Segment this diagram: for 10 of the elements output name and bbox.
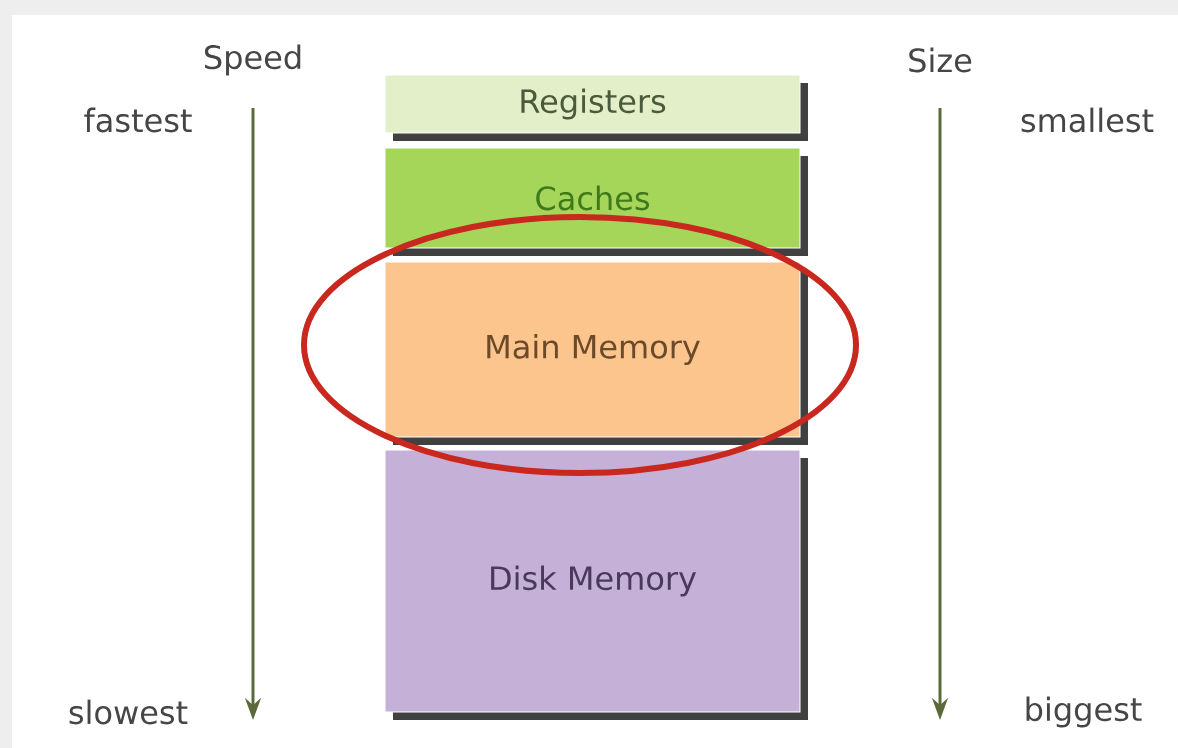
- memory-box: Main Memory: [384, 261, 808, 445]
- memory-box: Registers: [384, 74, 808, 141]
- axis-label: Speed: [204, 44, 301, 76]
- axis-label: Size: [909, 47, 972, 73]
- memory-box: Caches: [384, 147, 808, 256]
- axis-label: fastest: [84, 107, 192, 133]
- memory-box: Disk Memory: [384, 449, 808, 720]
- axis-label: biggest: [1026, 696, 1142, 728]
- axis-label: smallest: [1021, 107, 1154, 133]
- axis-label: slowest: [69, 699, 188, 725]
